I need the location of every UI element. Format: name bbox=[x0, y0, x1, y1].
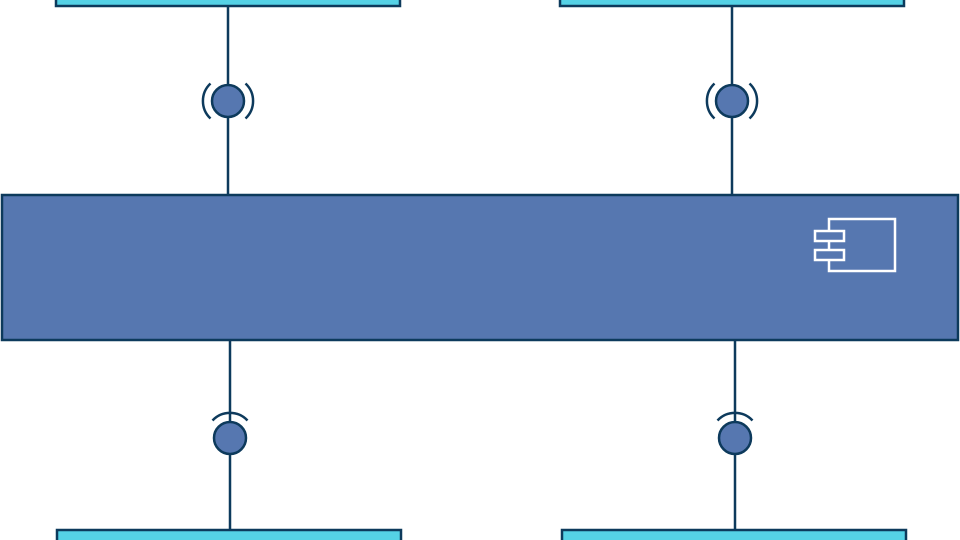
connector-bottom-left bbox=[211, 340, 249, 530]
external-box-top-right[interactable] bbox=[558, 0, 906, 8]
main-component[interactable] bbox=[0, 193, 960, 342]
interface-ball-top-left bbox=[210, 83, 246, 119]
external-box-top-left[interactable] bbox=[54, 0, 402, 8]
connector-top-right bbox=[705, 6, 759, 194]
socket-top-left bbox=[201, 82, 255, 120]
socket-top-right bbox=[705, 82, 759, 120]
component-icon bbox=[813, 217, 897, 273]
interface-ball-bottom-left bbox=[212, 420, 248, 456]
socket-bottom-left bbox=[211, 411, 249, 422]
connector-bottom-right bbox=[716, 340, 754, 530]
socket-bottom-right bbox=[716, 411, 754, 422]
interface-ball-top-right bbox=[714, 83, 750, 119]
external-box-bottom-left[interactable] bbox=[55, 528, 403, 540]
connector-top-left bbox=[201, 6, 255, 194]
external-box-bottom-right[interactable] bbox=[560, 528, 908, 540]
interface-ball-bottom-right bbox=[717, 420, 753, 456]
